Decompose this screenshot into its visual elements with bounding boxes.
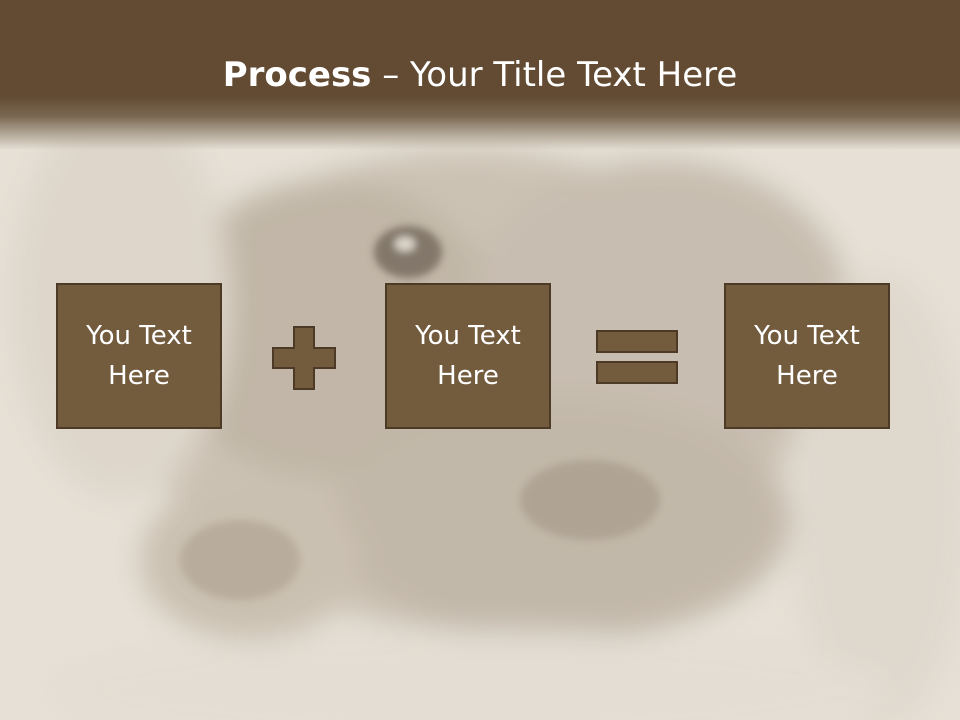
title-rest-text: – Your Title Text Here	[371, 55, 738, 95]
process-box-2: You Text Here	[385, 283, 551, 429]
process-box-1-text: You Text Here	[86, 321, 192, 391]
equals-icon	[596, 330, 678, 384]
process-box-2-text: You Text Here	[415, 321, 521, 391]
title-band	[0, 0, 960, 150]
process-box-3: You Text Here	[724, 283, 890, 429]
plus-icon	[272, 326, 336, 390]
process-box-1: You Text Here	[56, 283, 222, 429]
title-bold-word: Process	[222, 55, 372, 95]
slide-title: Process – Your Title Text Here	[0, 52, 960, 98]
process-box-3-text: You Text Here	[754, 321, 860, 391]
